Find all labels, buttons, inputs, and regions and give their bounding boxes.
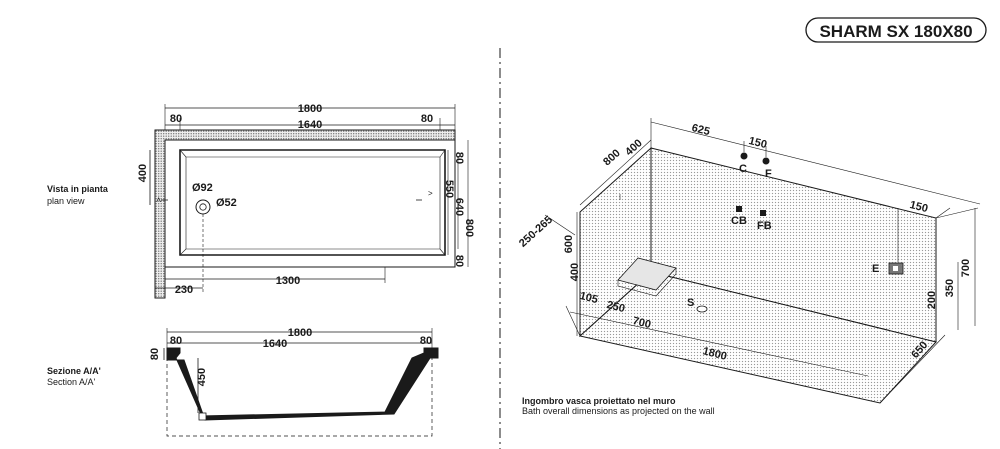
section-dim-450: 450 <box>196 368 208 386</box>
section-dim-1640: 1640 <box>263 338 287 350</box>
plan-view: ˄ > 1800 80 1640 80 400 Ø92 Ø52 80 550 6… <box>47 103 475 299</box>
drain-icon <box>195 199 211 215</box>
wall-dim-700-bottom: 700 <box>631 315 652 331</box>
plan-dim-230: 230 <box>175 284 193 296</box>
wall-dim-400-left: 400 <box>569 263 581 281</box>
plan-dim-400: 400 <box>137 164 149 182</box>
wall-dim-400-top: 400 <box>623 137 645 158</box>
wall-dim-700-right: 700 <box>960 259 972 277</box>
plan-dim-800: 800 <box>463 219 475 237</box>
wall-dim-625: 625 <box>690 122 711 138</box>
point-fb-icon <box>760 210 766 216</box>
section-tub-shape <box>166 347 439 421</box>
wall-dim-250: 250 <box>605 299 626 315</box>
plan-dim-80-bottom-right: 80 <box>453 255 465 267</box>
plan-label-it: Vista in pianta <box>47 184 109 194</box>
wall-projection-view: C F CB FB E S 625 150 800 400 250-265 60… <box>517 118 981 416</box>
plan-dim-80-right: 80 <box>421 113 433 125</box>
section-label-en: Section A/A' <box>47 377 96 387</box>
section-label-it: Sezione A/A' <box>47 366 101 376</box>
plan-dim-1800: 1800 <box>298 103 322 115</box>
point-cb-icon <box>736 206 742 212</box>
plan-dim-550: 550 <box>443 180 455 198</box>
wall-dim-600: 600 <box>563 235 575 253</box>
section-view: 1800 80 1640 80 80 450 Sezione A/A' Sect… <box>47 327 439 437</box>
section-dim-80-left: 80 <box>170 335 182 347</box>
point-f-icon <box>762 157 770 165</box>
wall-dim-150-right: 150 <box>908 199 929 215</box>
section-dim-80-right: 80 <box>420 335 432 347</box>
plan-label-en: plan view <box>47 196 85 206</box>
point-f-label: F <box>765 168 772 180</box>
wall-dim-150-top: 150 <box>747 135 768 151</box>
wall-dim-200: 200 <box>926 291 938 309</box>
section-dim-rim-80: 80 <box>149 348 161 360</box>
title-badge: SHARM SX 180X80 <box>805 17 987 43</box>
point-s-icon <box>696 305 708 313</box>
wall-dim-800: 800 <box>601 147 623 168</box>
point-fb-label: FB <box>757 220 772 232</box>
title-text: SHARM SX 180X80 <box>819 22 972 41</box>
point-e-label: E <box>872 263 879 275</box>
wall-dim-250-265: 250-265 <box>517 214 555 250</box>
plan-dim-80-top-right: 80 <box>453 152 465 164</box>
point-s-label: S <box>687 297 694 309</box>
section-marker-a: ˄ <box>156 195 161 205</box>
section-dim-1800: 1800 <box>288 327 312 339</box>
wall-caption-en: Bath overall dimensions as projected on … <box>522 406 715 416</box>
plan-dim-1640: 1640 <box>298 119 322 131</box>
plan-dim-92: Ø92 <box>192 182 213 194</box>
plan-dim-80-left: 80 <box>170 113 182 125</box>
plan-dim-1300: 1300 <box>276 275 300 287</box>
wall-dim-1800: 1800 <box>701 345 728 363</box>
svg-text:>: > <box>428 189 433 198</box>
point-c-icon <box>740 152 748 160</box>
wall-dim-105: 105 <box>578 290 599 306</box>
plan-dim-640: 640 <box>453 198 465 216</box>
point-cb-label: CB <box>731 215 747 227</box>
plan-dim-52: Ø52 <box>216 197 237 209</box>
wall-dim-350: 350 <box>944 279 956 297</box>
wall-caption-it: Ingombro vasca proiettato nel muro <box>522 396 676 406</box>
floor <box>578 271 937 404</box>
point-c-label: C <box>739 163 747 175</box>
